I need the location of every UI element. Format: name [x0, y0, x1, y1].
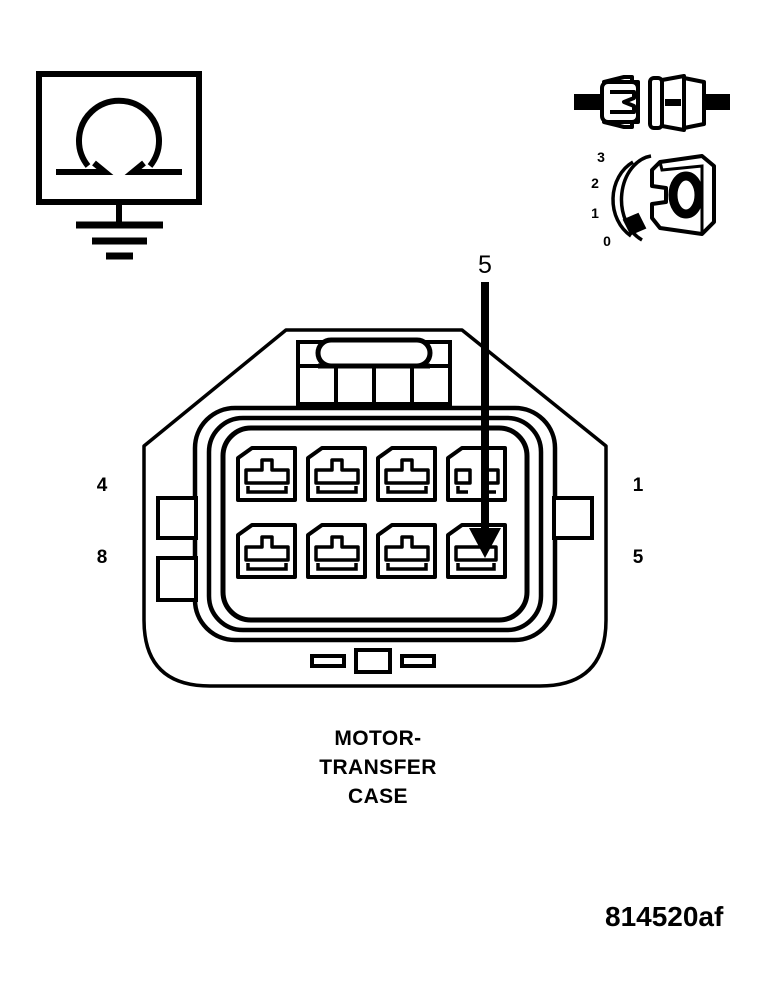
- ignition-switch-svg: [611, 154, 716, 242]
- cavity-c3: [376, 446, 437, 502]
- disconnect-svg: [574, 74, 730, 132]
- figure-caption: MOTOR- TRANSFER CASE: [218, 724, 538, 811]
- bottom-slot-left: [310, 654, 346, 668]
- row-label-bottom-right: 5: [632, 547, 644, 568]
- switch-position-0: 0: [603, 233, 611, 249]
- connector-face-view: [140, 320, 610, 700]
- callout-arrow-svg: [469, 282, 501, 558]
- row-label-top-right: 1: [632, 475, 644, 496]
- side-tab-right: [552, 496, 594, 540]
- caption-line-2: TRANSFER: [319, 756, 437, 779]
- bottom-slot-right: [400, 654, 436, 668]
- callout-label-5: 5: [478, 251, 492, 279]
- cavity-c2: [306, 446, 367, 502]
- cavity-c4: [446, 446, 507, 502]
- switch-position-2: 2: [591, 175, 599, 191]
- cavity-c6: [306, 523, 367, 579]
- ohmmeter-symbol: Ω: [30, 62, 220, 260]
- ohmmeter-svg: [36, 71, 202, 260]
- connector-disconnect-icon: [572, 68, 732, 138]
- bottom-slot-center: [354, 648, 392, 674]
- switch-position-3: 3: [597, 149, 605, 165]
- row-label-top-left: 4: [96, 475, 108, 496]
- row-label-bottom-left: 8: [96, 547, 108, 568]
- ignition-switch-icon: 3 2 1 0: [591, 148, 726, 253]
- connector-latch: [296, 337, 452, 406]
- figure-id: 814520af: [605, 901, 724, 932]
- caption-line-1: MOTOR-: [334, 727, 422, 750]
- callout-arrow: [455, 282, 515, 562]
- connector-svg: [142, 328, 608, 688]
- cavity-c7: [376, 523, 437, 579]
- side-tab-left-upper: [156, 496, 198, 540]
- caption-line-3: CASE: [348, 785, 408, 808]
- cavity-c1: [236, 446, 297, 502]
- cavity-c5: [236, 523, 297, 579]
- switch-position-1: 1: [591, 205, 599, 221]
- side-tab-left-lower: [156, 556, 198, 602]
